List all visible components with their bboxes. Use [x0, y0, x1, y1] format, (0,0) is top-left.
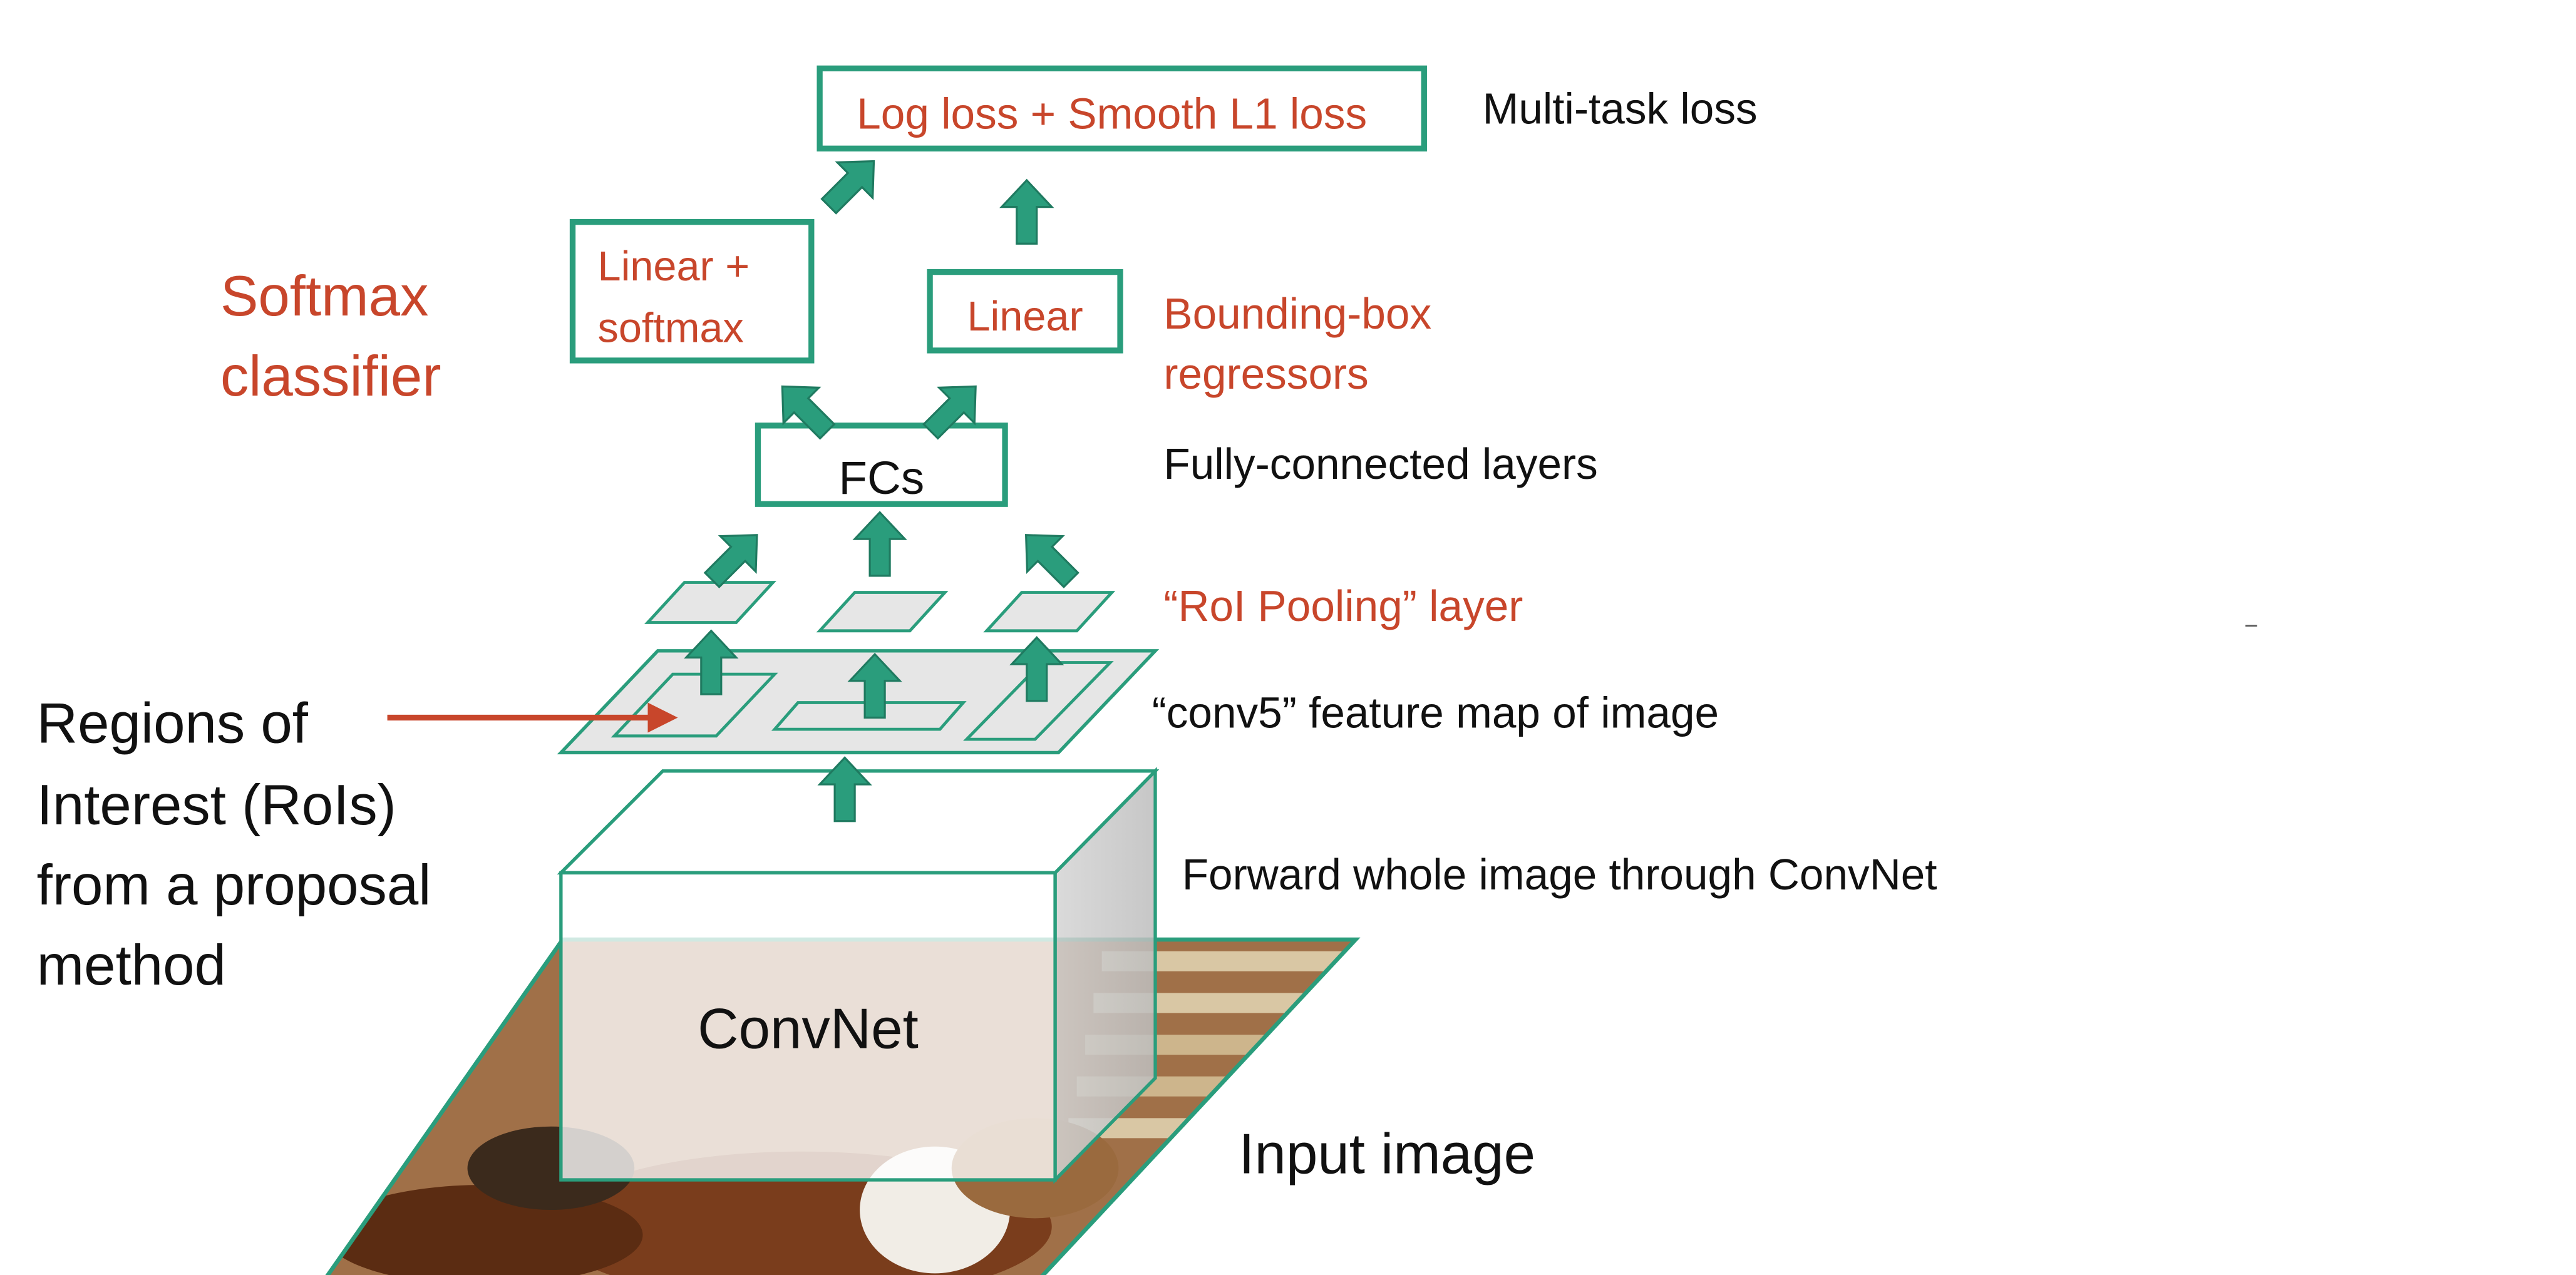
red-pointer-arrow-icon [387, 702, 678, 733]
diagonal-arrow-icon [810, 142, 893, 225]
softmax-classifier-label-line2: classifier [220, 345, 441, 408]
input-image-label: Input image [1239, 1122, 1535, 1185]
roi-pooling-label: “RoI Pooling” layer [1163, 581, 1523, 630]
bbox-regressors-label-line2: regressors [1163, 349, 1368, 398]
roi-pooling-layer [644, 581, 1116, 633]
fc-layers-box: FCs [755, 422, 1008, 507]
convnet-forward-label: Forward whole image through ConvNet [1182, 850, 1937, 899]
cls-box-line1: Linear + [598, 243, 750, 290]
rois-label: Regions of Interest (RoIs) from a propos… [37, 692, 431, 997]
reg-box-label: Linear [967, 294, 1083, 340]
rois-label-line1: Regions of [37, 692, 309, 755]
fc-box-label: FCs [838, 451, 924, 504]
loss-box: Log loss + Smooth L1 loss [817, 65, 1427, 151]
conv5-feature-map [557, 649, 1160, 755]
linear-box: Linear [927, 269, 1123, 354]
linear-softmax-box: Linear + softmax [569, 218, 815, 364]
rois-label-line2: Interest (RoIs) [37, 774, 396, 837]
diagonal-arrow-icon [1007, 516, 1090, 599]
multi-task-loss-label: Multi-task loss [1483, 84, 1758, 133]
convnet-box: ConvNet [557, 767, 1160, 1184]
cls-box-line2: softmax [598, 305, 744, 352]
conv5-label: “conv5” feature map of image [1152, 688, 1719, 737]
softmax-classifier-label-line1: Softmax [220, 265, 428, 328]
rois-label-line3: from a proposal [37, 854, 431, 917]
loss-box-label: Log loss + Smooth L1 loss [857, 89, 1367, 138]
rois-label-line4: method [37, 934, 226, 997]
convnet-label: ConvNet [698, 997, 919, 1060]
up-arrow-icon [853, 511, 906, 577]
up-arrow-icon [1001, 179, 1053, 245]
fully-connected-label: Fully-connected layers [1163, 439, 1597, 488]
bbox-regressors-label-line1: Bounding-box [1163, 289, 1431, 338]
